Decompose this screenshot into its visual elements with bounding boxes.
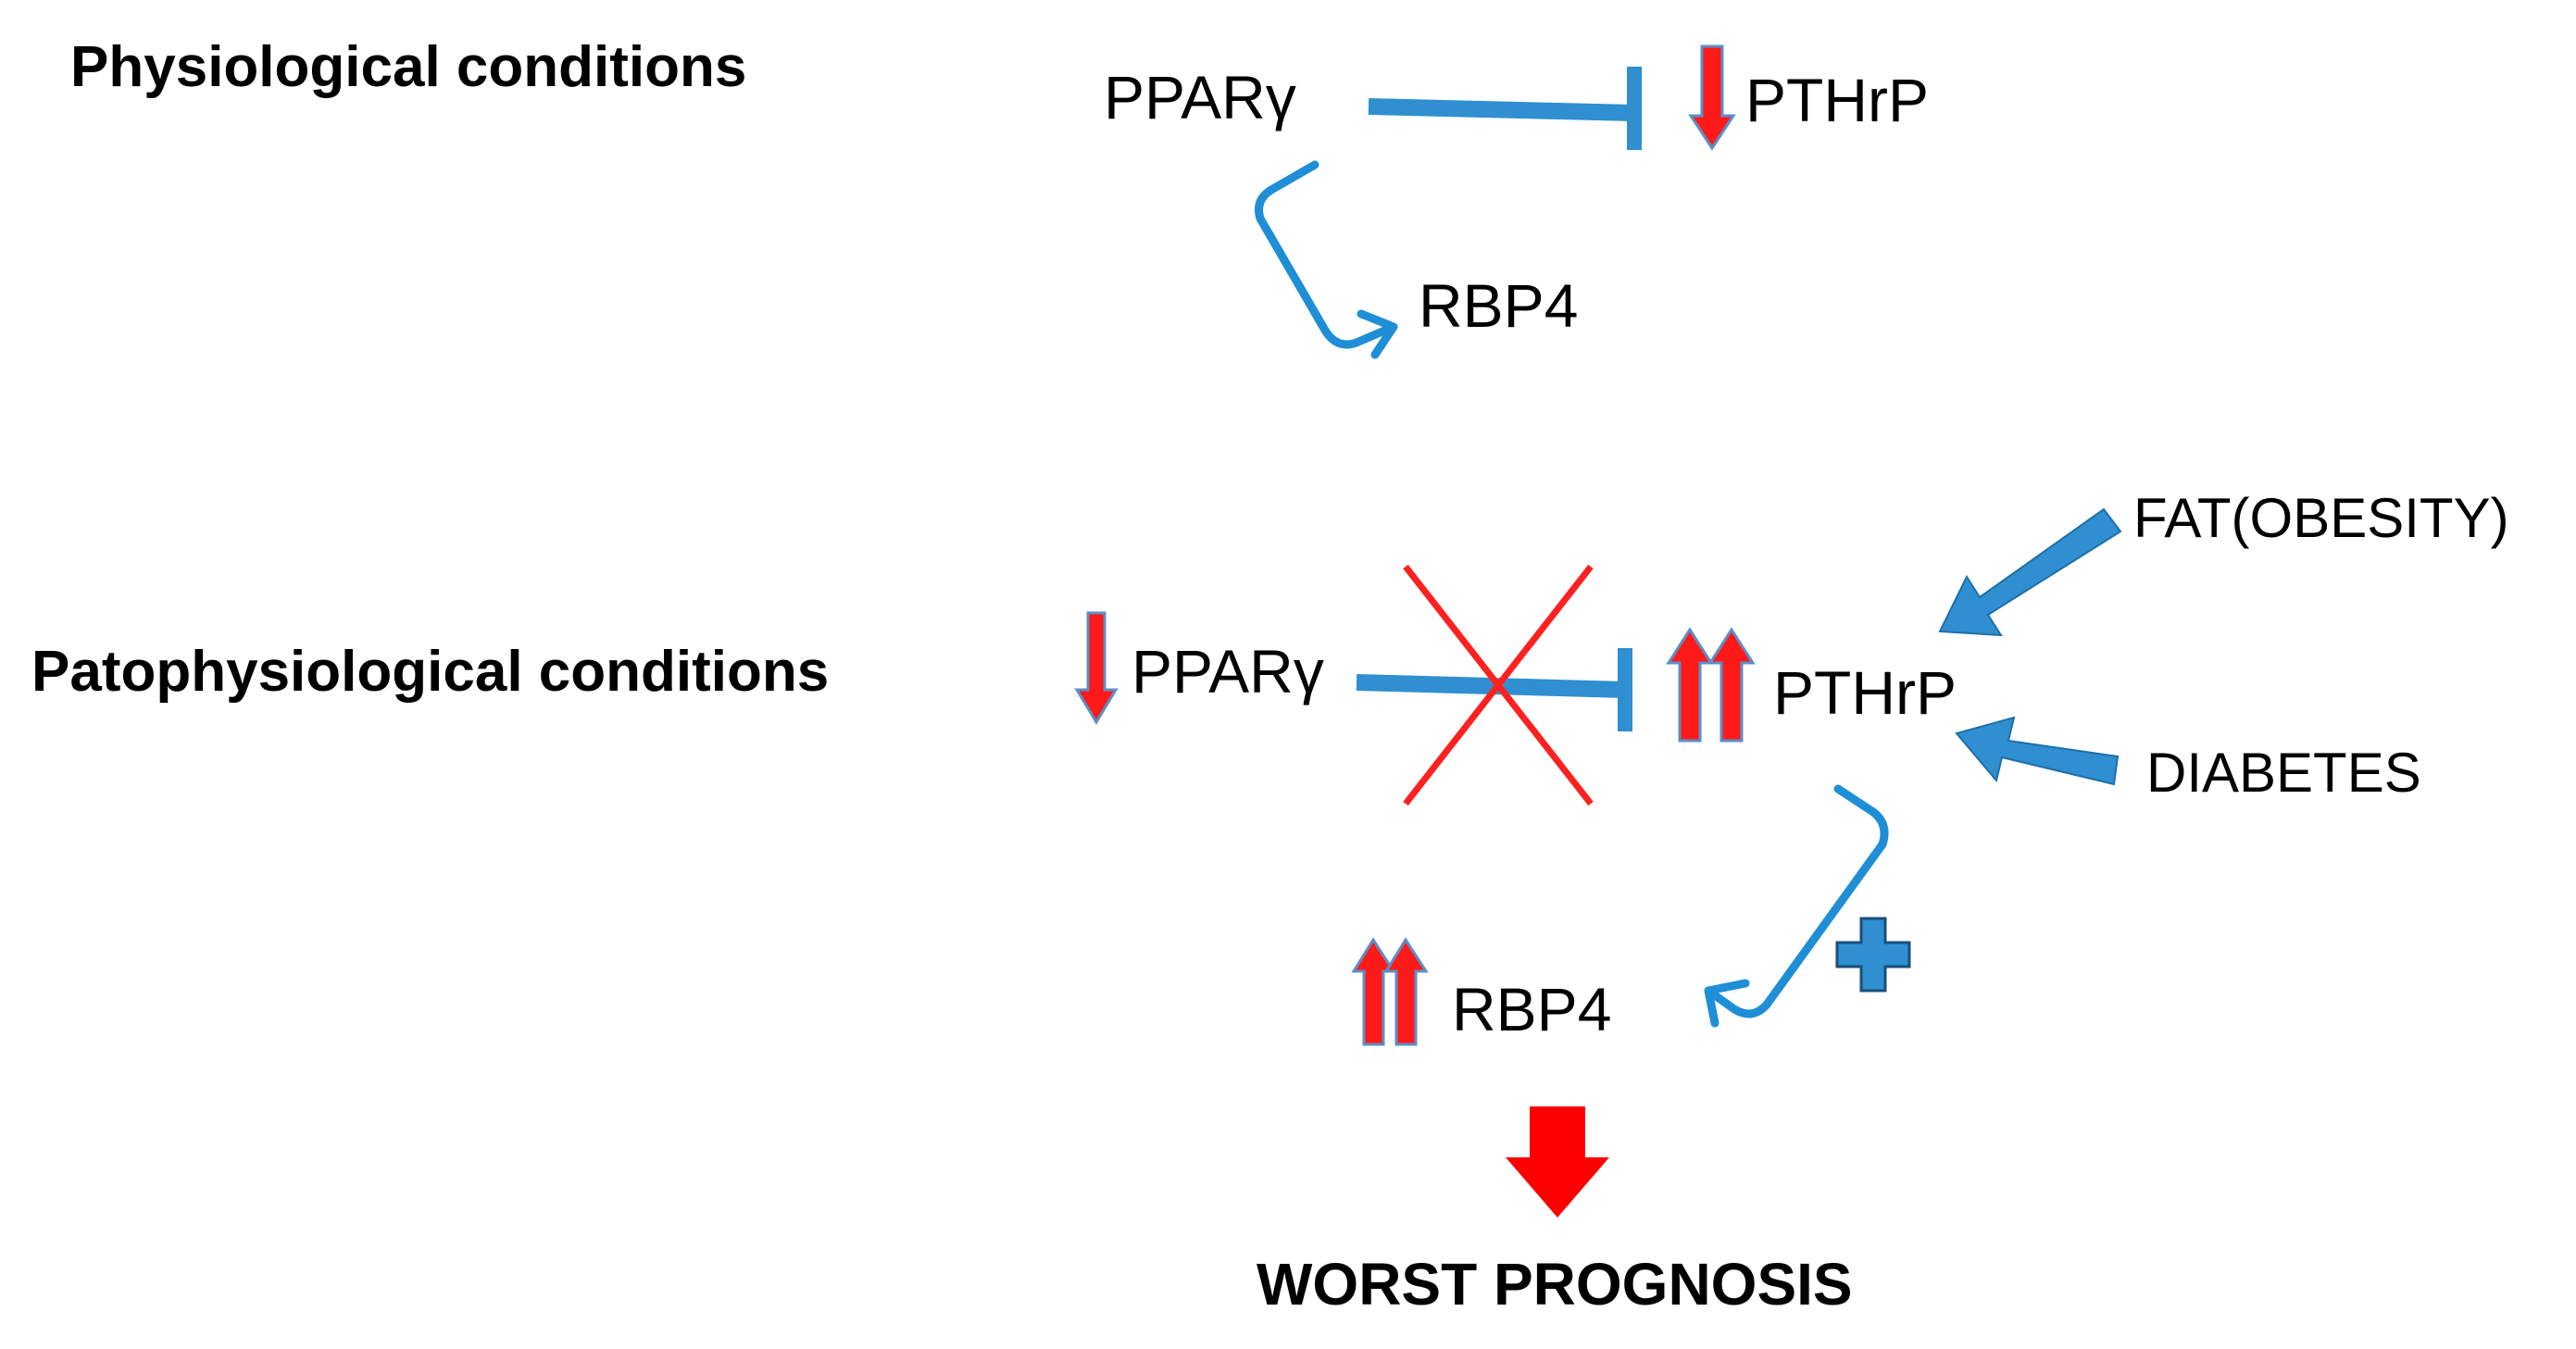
node-ppar-pathophysiological: PPARγ [1132, 637, 1324, 706]
block-arrow-fat-to-pthrp [1938, 507, 2122, 637]
activation-edge-pthrp-rbp4 [1704, 784, 1889, 1028]
blocked-inhibition-edge-ppar-pthrp [1356, 648, 1632, 731]
double-up-arrow-pthrp-icon [1666, 627, 1756, 743]
node-diabetes: DIABETES [2146, 742, 2421, 804]
inhibition-edge-ppar-pthrp [1368, 67, 1642, 150]
node-fat-obesity: FAT(OBESITY) [2133, 487, 2509, 549]
double-up-arrow-rbp4-icon [1351, 937, 1429, 1046]
section-title-pathophysiological: Patophysiological conditions [31, 640, 830, 704]
red-cross-icon [1403, 564, 1594, 806]
activation-edge-ppar-rbp4 [1255, 160, 1398, 359]
node-rbp4-pathophysiological: RBP4 [1452, 975, 1612, 1043]
node-rbp4-physiological: RBP4 [1419, 271, 1579, 340]
down-arrow-pthrp-icon [1688, 44, 1736, 151]
section-title-physiological: Physiological conditions [70, 35, 747, 99]
node-pthrp-pathophysiological: PTHrP [1773, 658, 1957, 727]
block-arrow-diabetes-to-pthrp [1955, 716, 2120, 786]
node-pthrp-physiological: PTHrP [1745, 66, 1929, 134]
node-ppar-physiological: PPARγ [1104, 63, 1296, 131]
down-arrow-outcome-icon [1506, 1106, 1609, 1218]
outcome-label: WORST PROGNOSIS [1257, 1251, 1853, 1318]
plus-icon [1835, 917, 1911, 993]
down-arrow-ppar-icon [1074, 611, 1119, 725]
